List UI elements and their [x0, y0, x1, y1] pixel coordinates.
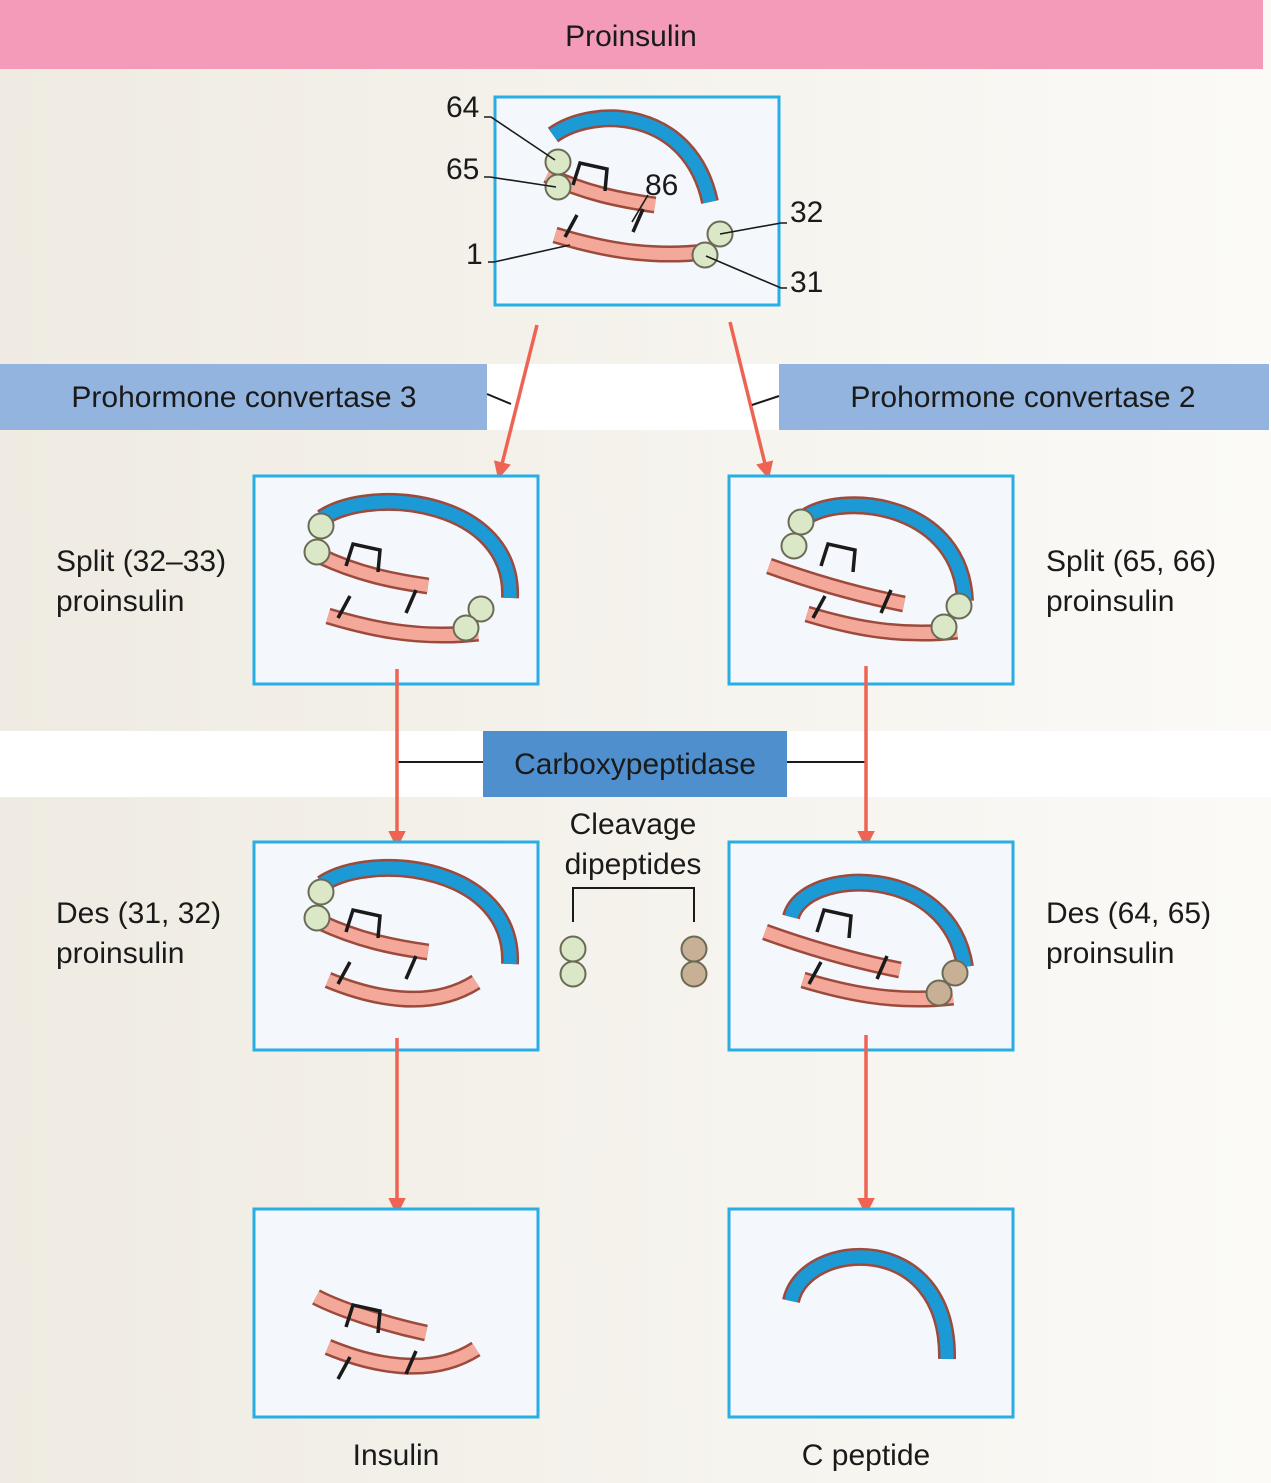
c-peptide-label: C peptide [802, 1439, 930, 1472]
header-band [0, 0, 1263, 69]
arrow-to-split-65-66 [728, 321, 774, 480]
pc3-band [0, 364, 487, 430]
des-64-65-label-line2: proinsulin [1046, 937, 1174, 970]
cleavage-label-line1: Cleavage [570, 808, 697, 841]
insulin-label: Insulin [353, 1439, 440, 1472]
split-32-33-molecule [303, 493, 520, 641]
des-31-32-label-line2: proinsulin [56, 937, 184, 970]
split-65-66-label-line1: Split (65, 66) [1046, 545, 1216, 578]
residue-callout-lines [484, 116, 787, 289]
des-31-32-label-line1: Des (31, 32) [56, 897, 221, 930]
carboxypeptidase-box [483, 731, 787, 797]
c-peptide-box [727, 1207, 1015, 1419]
residue-label-31: 31 [790, 266, 823, 299]
insulin-box [252, 1207, 540, 1419]
split-32-33-label-line2: proinsulin [56, 585, 184, 618]
pc3-label: Prohormone convertase 3 [71, 381, 416, 414]
split-65-66-molecule [766, 496, 974, 639]
residue-label-65: 65 [446, 153, 479, 186]
c-peptide-molecule [782, 1247, 957, 1360]
cleavage-label-line2: dipeptides [565, 848, 702, 881]
carboxypeptidase-label: Carboxypeptidase [514, 748, 756, 781]
split-32-33-label-line1: Split (32–33) [56, 545, 226, 578]
residue-label-86: 86 [645, 169, 678, 202]
pc2-band [779, 364, 1269, 430]
split-65-66-label-line2: proinsulin [1046, 585, 1174, 618]
des-31-32-molecule [303, 859, 520, 1008]
des-64-65-box [727, 840, 1015, 1052]
insulin-molecule [312, 1289, 481, 1381]
des-64-65-molecule [762, 873, 974, 1006]
header-title: Proinsulin [565, 20, 697, 53]
des-64-65-label-line1: Des (64, 65) [1046, 897, 1211, 930]
residue-label-64: 64 [446, 91, 479, 124]
cleavage-bracket [572, 887, 695, 922]
pc2-connector [751, 395, 780, 406]
residue-label-32: 32 [790, 196, 823, 229]
pc3-connector [486, 393, 512, 405]
residue-label-1: 1 [466, 238, 483, 271]
arrow-to-split-32-33 [493, 324, 539, 480]
pc2-label: Prohormone convertase 2 [850, 381, 1195, 414]
